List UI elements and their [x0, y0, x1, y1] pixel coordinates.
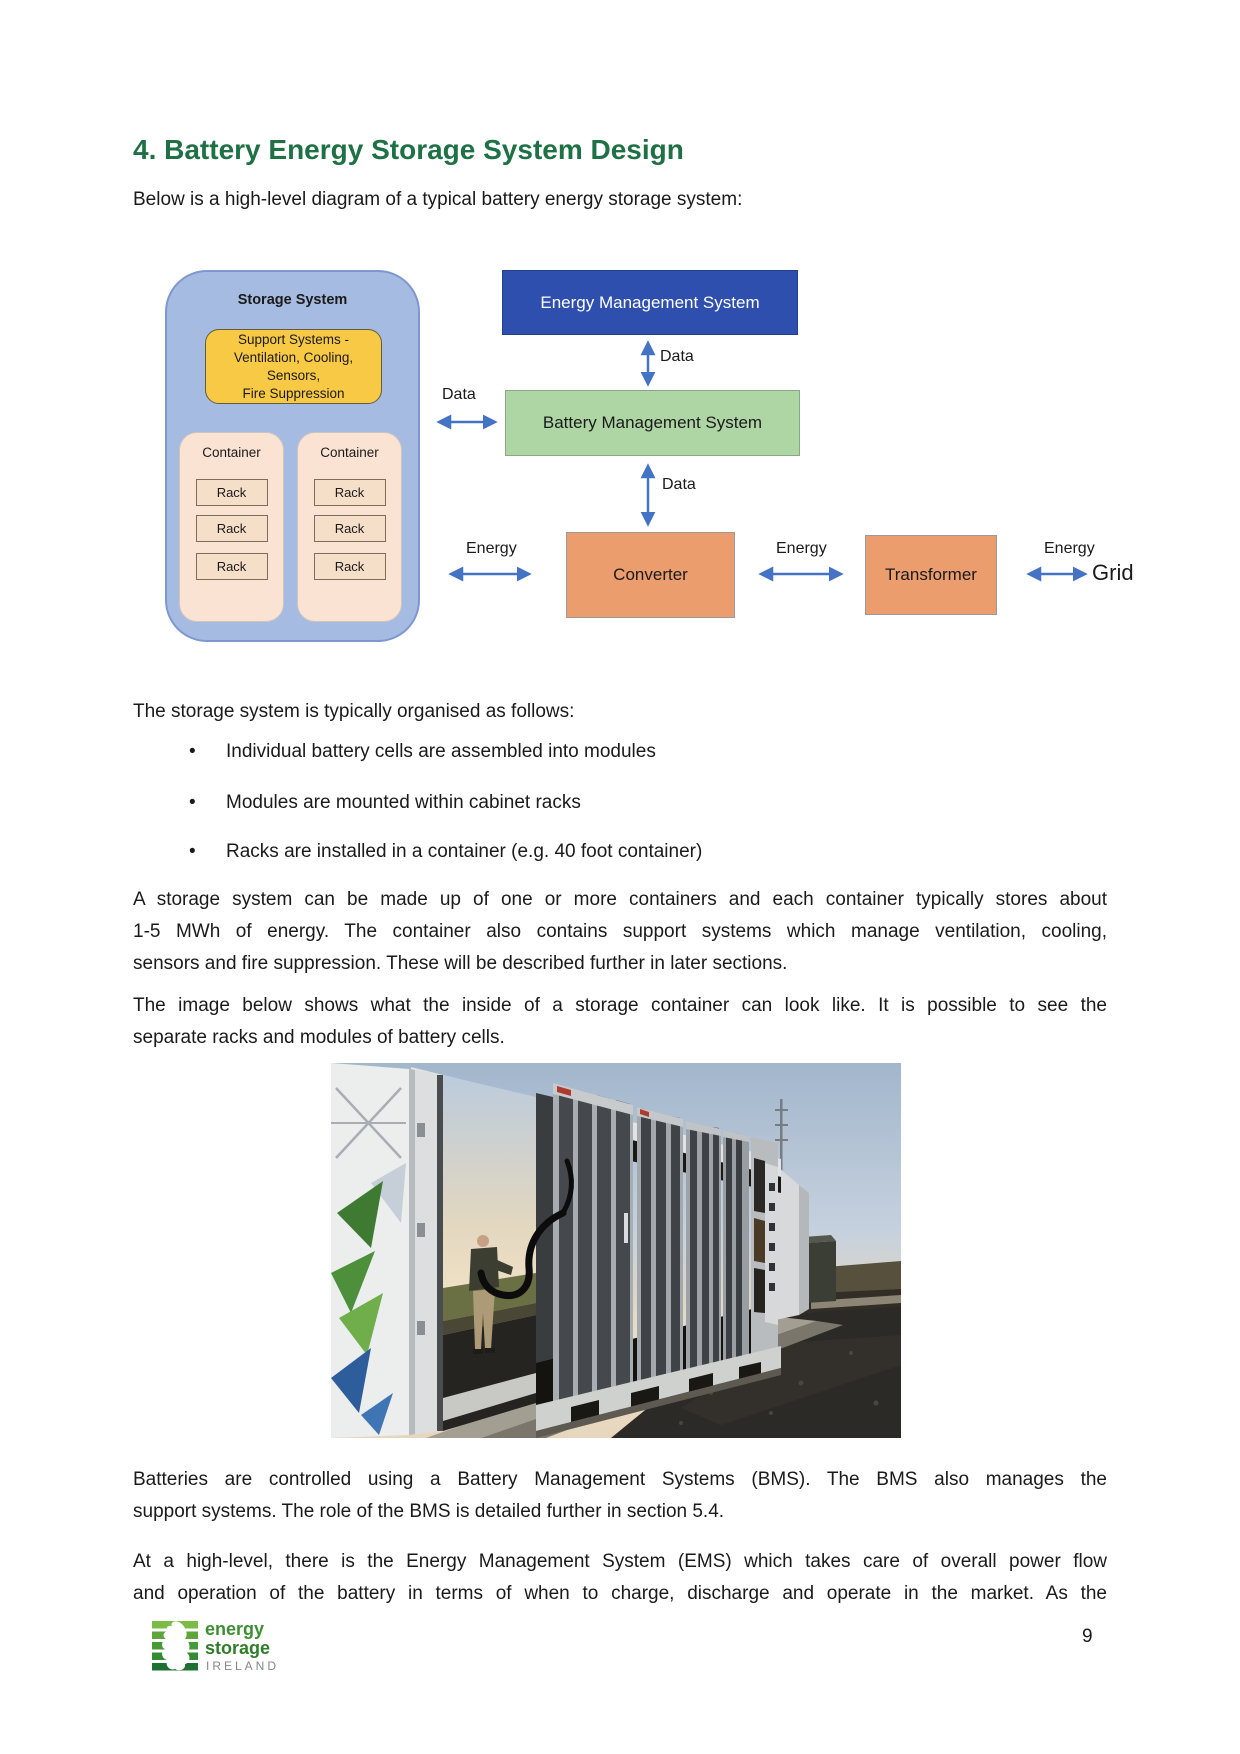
energy-storage-ireland-logo-icon	[152, 1621, 198, 1671]
text-line: support systems. The role of the BMS is …	[133, 1501, 725, 1522]
paragraph-bms: Batteries are controlled using a Battery…	[133, 1464, 1107, 1528]
support-line: Fire Suppression	[242, 385, 345, 401]
ireland-map-silhouette	[162, 1621, 190, 1671]
energy-label-transformer-grid: Energy	[1044, 540, 1095, 557]
bullet-item: • Modules are mounted within cabinet rac…	[189, 787, 581, 819]
grid-node: Grid	[1092, 560, 1134, 585]
rack-box: Rack	[313, 515, 386, 542]
diagram-arrows	[216, 340, 1088, 582]
photo-container-skid	[536, 1346, 781, 1438]
photo-external-cabinet	[803, 1235, 836, 1303]
ems-node: Energy Management System	[502, 270, 798, 335]
bess-diagram: Storage System Support Systems - Ventila…	[130, 230, 1140, 642]
rack-box: Rack	[313, 553, 386, 580]
paragraph-containers: A storage system can be made up of one o…	[133, 884, 1107, 980]
text-line: separate racks and modules of battery ce…	[133, 1027, 505, 1048]
bullet-item: • Individual battery cells are assembled…	[189, 736, 656, 768]
photo-door-opening-view	[443, 1075, 536, 1431]
intro-paragraph: Below is a high-level diagram of a typic…	[133, 189, 743, 210]
rack-box: Rack	[195, 515, 268, 542]
bullet-glyph: •	[189, 841, 196, 862]
converter-node: Converter	[566, 532, 735, 618]
photo-power-cable	[477, 1158, 574, 1300]
rack-box: Rack	[313, 479, 386, 506]
container-label: Container	[202, 445, 261, 460]
container-interior-photo	[331, 1063, 901, 1438]
text-line: A storage system can be made up of one o…	[133, 889, 1107, 910]
container-box-2: Container Rack Rack Rack	[297, 432, 402, 622]
container-box-1: Container Rack Rack Rack	[179, 432, 284, 622]
bullet-item: • Racks are installed in a container (e.…	[189, 836, 702, 868]
logo-text-energy: energy	[205, 1619, 265, 1639]
photo-art-panel	[331, 1063, 409, 1438]
text-line: At a high-level, there is the Energy Man…	[133, 1551, 1107, 1572]
logo-text-storage: storage	[205, 1638, 271, 1658]
photo-illustration	[331, 1063, 901, 1438]
rack-box: Rack	[195, 479, 268, 506]
data-label-bms-converter: Data	[662, 476, 696, 493]
photo-door-frame	[409, 1069, 443, 1435]
paragraph-ems: At a high-level, there is the Energy Man…	[133, 1546, 1107, 1610]
bullet-text: Racks are installed in a container (e.g.…	[226, 841, 703, 862]
bms-node: Battery Management System	[505, 390, 800, 456]
photo-rack-wall	[536, 1083, 778, 1411]
bullet-glyph: •	[189, 792, 196, 813]
energy-label-storage-converter: Energy	[466, 540, 517, 557]
text-line: Batteries are controlled using a Battery…	[133, 1469, 1107, 1490]
text-line: sensors and fire suppression. These will…	[133, 953, 788, 974]
support-systems-box: Support Systems - Ventilation, Cooling, …	[205, 329, 382, 404]
data-label-ems-bms: Data	[660, 348, 694, 365]
storage-system-box: Storage System Support Systems - Ventila…	[165, 270, 420, 642]
organised-intro: The storage system is typically organise…	[133, 701, 575, 722]
container-label: Container	[320, 445, 379, 460]
support-line: Support Systems -	[237, 331, 350, 347]
paragraph-image-intro: The image below shows what the inside of…	[133, 990, 1107, 1054]
support-line: Sensors,	[266, 367, 321, 383]
energy-label-converter-transformer: Energy	[776, 540, 827, 557]
page-number: 9	[1082, 1626, 1093, 1647]
bullet-text: Individual battery cells are assembled i…	[226, 741, 656, 762]
text-line: 1-5 MWh of energy. The container also co…	[133, 921, 1107, 942]
bullet-glyph: •	[189, 741, 196, 762]
text-line: and operation of the battery in terms of…	[133, 1583, 1107, 1604]
support-line: Ventilation, Cooling,	[233, 349, 354, 365]
data-label-storage-bms: Data	[442, 386, 476, 403]
page-title: 4. Battery Energy Storage System Design	[133, 134, 684, 165]
rack-box: Rack	[195, 553, 268, 580]
storage-system-title: Storage System	[237, 292, 348, 308]
logo-text-ireland: IRELAND	[206, 1659, 280, 1673]
photo-technician	[469, 1235, 513, 1354]
bullet-text: Modules are mounted within cabinet racks	[226, 792, 581, 813]
text-line: The image below shows what the inside of…	[133, 995, 1107, 1016]
transformer-node: Transformer	[865, 535, 997, 615]
